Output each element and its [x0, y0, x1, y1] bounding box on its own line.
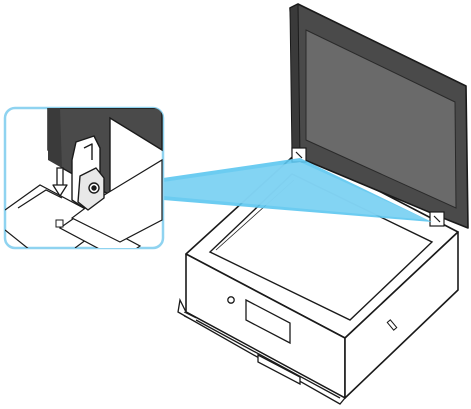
control-panel — [227, 296, 291, 345]
hinge-right — [429, 211, 445, 227]
touch-screen — [245, 298, 291, 345]
down-arrow-icon — [52, 167, 68, 197]
hinge-detail-inset — [3, 106, 165, 250]
document-cover-lid — [289, 3, 469, 229]
printer-side-face — [344, 231, 459, 399]
paper-tray — [177, 297, 347, 405]
lid-inner-panel — [305, 29, 457, 209]
callout-beam — [163, 158, 432, 222]
power-button-icon — [227, 296, 235, 304]
inset-hinge — [71, 135, 105, 211]
